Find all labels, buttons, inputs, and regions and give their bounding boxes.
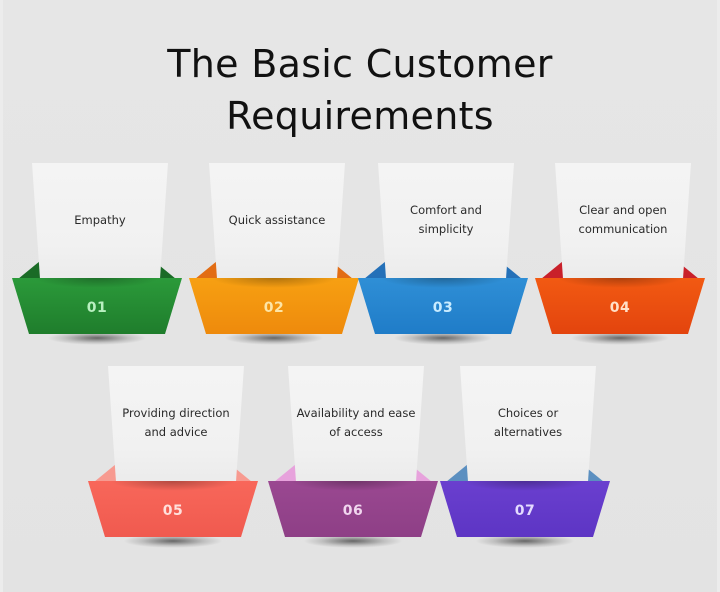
requirement-card <box>108 366 244 484</box>
shadow <box>47 331 147 345</box>
requirement-item-05: Providing direction and advice 05 <box>88 366 258 566</box>
pocket-shadow <box>211 278 337 288</box>
requirement-label: Choices or alternatives <box>493 406 563 439</box>
requirement-card <box>555 163 691 281</box>
requirement-card <box>460 366 596 484</box>
title-line-1: The Basic Customer <box>167 42 553 86</box>
requirement-number: 07 <box>514 503 536 519</box>
number-pocket: 06 <box>268 481 438 537</box>
requirement-label: Availability and ease of access <box>296 406 416 439</box>
requirement-label: Clear and open communication <box>578 203 668 236</box>
requirement-label: Quick assistance <box>228 212 326 227</box>
requirement-card <box>378 163 514 281</box>
shadow <box>570 331 670 345</box>
shadow <box>393 331 493 345</box>
number-pocket: 04 <box>535 278 705 334</box>
requirement-label: Providing direction and advice <box>122 406 230 439</box>
pocket-shadow <box>290 481 416 491</box>
requirement-item-06: Availability and ease of access 06 <box>268 366 438 566</box>
requirement-item-03: Comfort and simplicity 03 <box>358 163 528 363</box>
number-pocket: 07 <box>440 481 610 537</box>
shadow <box>303 534 403 548</box>
requirement-number: 01 <box>86 300 108 316</box>
number-pocket: 03 <box>358 278 528 334</box>
pocket-shadow <box>557 278 683 288</box>
pocket-shadow <box>110 481 236 491</box>
title-line-2: Requirements <box>226 94 494 138</box>
requirement-number: 06 <box>342 503 364 519</box>
pocket-shadow <box>34 278 160 288</box>
shadow <box>224 331 324 345</box>
number-pocket: 05 <box>88 481 258 537</box>
requirement-item-02: Quick assistance 02 <box>189 163 359 363</box>
requirement-number: 05 <box>162 503 184 519</box>
requirement-label: Empathy <box>74 212 126 227</box>
requirement-card <box>209 163 345 281</box>
requirement-number: 03 <box>432 300 454 316</box>
requirement-number: 02 <box>263 300 285 316</box>
pocket-shadow <box>462 481 588 491</box>
pocket-shadow <box>380 278 506 288</box>
requirement-item-04: Clear and open communication 04 <box>535 163 705 363</box>
number-pocket: 02 <box>189 278 359 334</box>
number-pocket: 01 <box>12 278 182 334</box>
requirement-card <box>288 366 424 484</box>
shadow <box>123 534 223 548</box>
shadow <box>475 534 575 548</box>
requirement-number: 04 <box>609 300 631 316</box>
requirement-label: Comfort and simplicity <box>410 203 482 236</box>
requirement-item-07: Choices or alternatives 07 <box>440 366 610 566</box>
requirement-item-01: Empathy 01 <box>12 163 182 363</box>
infographic-title: The Basic Customer Requirements <box>0 38 720 142</box>
requirement-card <box>32 163 168 281</box>
